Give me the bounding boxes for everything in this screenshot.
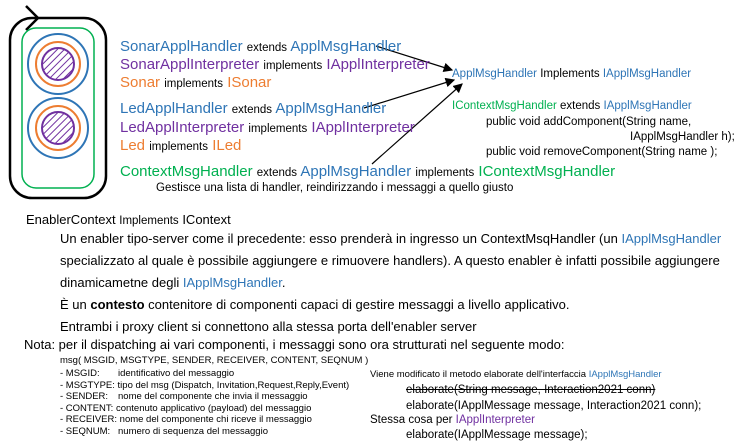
field-key: - MSGID: (60, 368, 100, 379)
arrow-sonar-to-applmsghandler (375, 45, 454, 73)
field-key: - SENDER: (60, 391, 109, 403)
sonar-appl-interpreter: SonarApplInterpreter implements IApplInt… (120, 56, 430, 73)
text: Stessa cosa per (370, 414, 456, 426)
bold-text: contesto (90, 297, 145, 312)
context-handler-description: Gestisce una lista di handler, reindiriz… (156, 182, 514, 194)
parent-name: IApplInterpreter (326, 56, 430, 73)
arrow-led-to-applmsghandler (363, 77, 456, 109)
relation: implements (149, 141, 209, 153)
appl-msg-handler: ApplMsgHandler Implements IApplMsgHandle… (452, 68, 691, 80)
old-elaborate-signature: elaborate(String message, Interaction202… (406, 384, 655, 396)
class-name: Led (120, 137, 146, 154)
relation: extends (246, 42, 288, 54)
led-appl-handler: LedApplHandler extends ApplMsgHandler (120, 100, 386, 117)
led-class: Led implements ILed (120, 137, 241, 154)
new-elaborate-interpreter: elaborate(IApplMessage message); (406, 429, 588, 441)
text: Viene modificato il metodo elaborate del… (370, 369, 589, 380)
text: IApplInterpreter (455, 414, 535, 426)
text: IApplMsgHandler (182, 275, 282, 290)
interface-name: IContextMsgHandler (452, 100, 557, 112)
icontext-msg-handler: IContextMsgHandler extends IApplMsgHandl… (452, 100, 692, 112)
field-desc: numero di sequenza del messaggio (118, 425, 268, 437)
text: È un (60, 297, 91, 312)
class-name: SonarApplInterpreter (120, 56, 260, 73)
relation: implements (164, 78, 224, 90)
relation: extends (231, 104, 273, 116)
field-receiver: - RECEIVER: nome del componente chi rice… (60, 414, 349, 426)
text: contenitore di componenti capaci di gest… (144, 297, 570, 312)
relation: implements (415, 167, 475, 179)
text: . (281, 275, 286, 290)
parent-name: IApplInterpreter (311, 119, 415, 136)
led-component-icon (27, 97, 89, 159)
class-name: LedApplHandler (120, 100, 228, 117)
sonar-component-icon (27, 33, 89, 95)
field-msgid: - MSGID: identificativo del messaggio (60, 368, 349, 380)
class-name: Sonar (120, 74, 161, 91)
field-content: - CONTENT: contenuto applicativo (payloa… (60, 403, 349, 415)
method-add-component-param: IApplMsgHandler h); (630, 131, 735, 143)
method-remove-component: public void removeComponent(String name … (486, 146, 718, 158)
led-appl-interpreter: LedApplInterpreter implements IApplInter… (120, 119, 415, 136)
context-handler-box (21, 27, 95, 189)
parent-name: ApplMsgHandler (300, 163, 412, 180)
context-msg-handler: ContextMsgHandler extends ApplMsgHandler… (120, 163, 615, 180)
description-line-4: È un contesto contenitore di componenti … (60, 294, 721, 316)
description-paragraph: Un enabler tipo-server come il precedent… (60, 228, 721, 338)
new-elaborate-signature: elaborate(IApplMessage message, Interact… (406, 400, 702, 412)
enabler-context: EnablerContext Implements IContext (26, 212, 231, 227)
nota-right-line-2: Stessa cosa per IApplInterpreter (370, 414, 535, 426)
description-line-5: Entrambi i proxy client si connettono al… (60, 319, 477, 334)
field-key: - SEQNUM: (60, 425, 111, 437)
text: IApplMsgHandler (621, 231, 722, 246)
parent-name: ApplMsgHandler (290, 38, 402, 55)
relation: Implements (119, 215, 179, 227)
relation: extends (256, 167, 298, 179)
nota-right-line-1: Viene modificato il metodo elaborate del… (370, 369, 662, 380)
field-key: - MSGTYPE: (60, 379, 115, 391)
description-line-1: Un enabler tipo-server come il precedent… (60, 228, 721, 250)
parent-name: IApplMsgHandler (603, 100, 692, 112)
parent-name: ILed (212, 137, 242, 154)
class-name: EnablerContext (26, 212, 116, 227)
class-name: ApplMsgHandler (452, 68, 538, 80)
interface-name: IContext (182, 212, 231, 227)
msg-format: msg( MSGID, MSGTYPE, SENDER, RECEIVER, C… (60, 355, 369, 366)
interface-name: IContextMsgHandler (478, 163, 616, 180)
class-name: LedApplInterpreter (120, 119, 245, 136)
parent-name: ISonar (227, 74, 272, 91)
text: dinamicametne degli (60, 275, 183, 290)
field-seqnum: - SEQNUM: numero di sequenza del messaggi… (60, 426, 349, 438)
interface-name: IApplMsgHandler (602, 68, 692, 80)
class-name: ContextMsgHandler (120, 163, 253, 180)
field-key: - CONTENT: (60, 402, 114, 414)
class-name: SonarApplHandler (120, 38, 243, 55)
field-desc: nome del componente che invia il messagg… (118, 391, 308, 403)
method-add-component: public void addComponent(String name, (486, 116, 692, 128)
description-line-2: specializzato al quale è possibile aggiu… (60, 253, 720, 268)
relation: implements (248, 123, 308, 135)
arrow-context-to-applmsghandler (371, 83, 463, 165)
nota-title: Nota: per il dispatching ai vari compone… (24, 337, 565, 352)
field-sender: - SENDER: nome del componente che invia i… (60, 391, 349, 403)
field-msgtype: - MSGTYPE: tipo del msg (Dispatch, Invit… (60, 380, 349, 392)
strikethrough-text: elaborate(String message, Interaction202… (406, 384, 656, 396)
field-desc: tipo del msg (Dispatch, Invitation,Reque… (117, 379, 350, 391)
relation: Implements (540, 68, 600, 80)
description-line-3: dinamicametne degli IApplMsgHandler. (60, 272, 721, 294)
outer-context-box (8, 5, 108, 200)
text: Un enabler tipo-server come il precedent… (60, 231, 622, 246)
field-desc: nome del componente chi riceve il messag… (119, 414, 312, 426)
relation: extends (560, 100, 601, 112)
field-desc: contenuto applicativo (payload) del mess… (115, 402, 312, 414)
sonar-class: Sonar implements ISonar (120, 74, 271, 91)
parent-name: ApplMsgHandler (275, 100, 387, 117)
relation: implements (263, 60, 323, 72)
field-desc: identificativo del messaggio (118, 368, 235, 379)
msg-fields-list: - MSGID: identificativo del messaggio - M… (60, 368, 349, 438)
field-key: - RECEIVER: (60, 414, 118, 426)
sonar-appl-handler: SonarApplHandler extends ApplMsgHandler (120, 38, 401, 55)
text: IApplMsgHandler (588, 369, 662, 380)
